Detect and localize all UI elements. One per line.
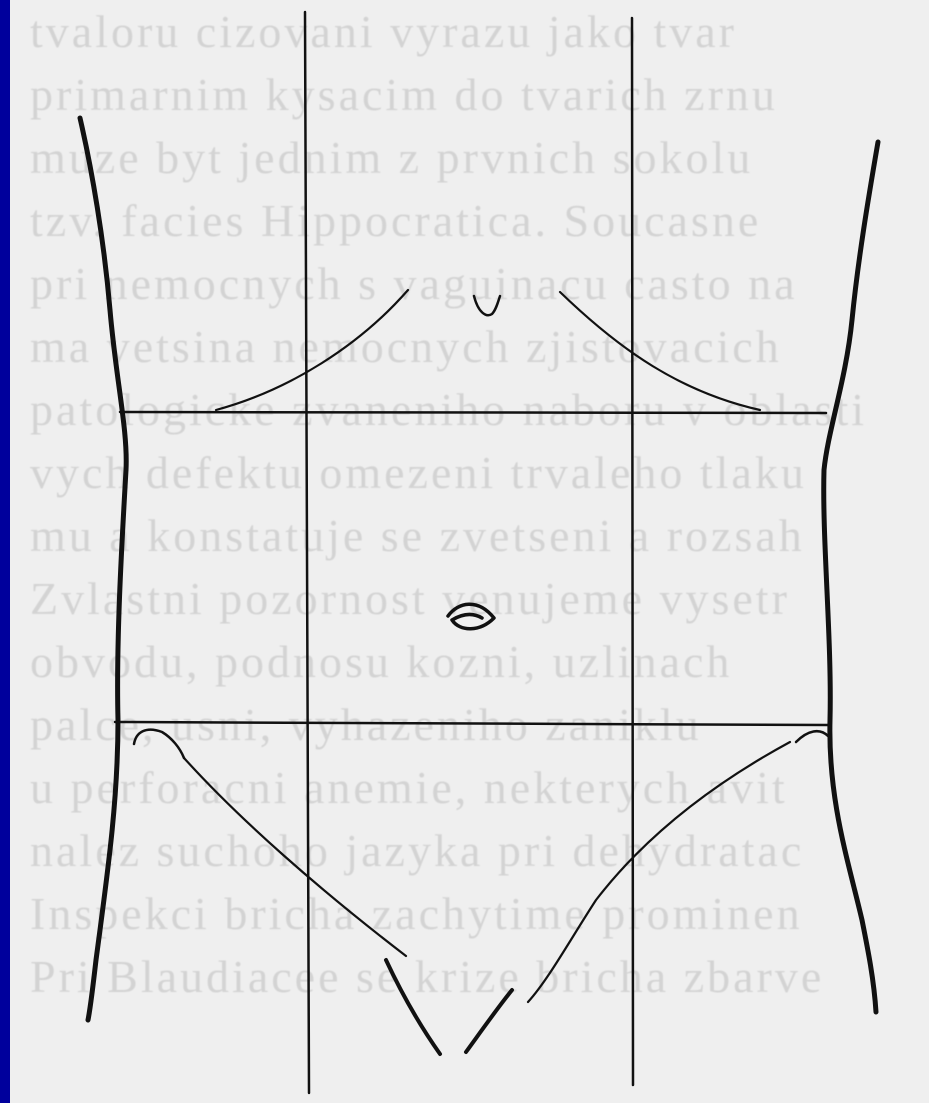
xiphoid-mark [474,296,500,315]
upper-horizontal-line [120,412,826,413]
right-costal-margin [560,292,760,410]
left-groin-line [386,960,440,1054]
lower-horizontal-line [115,722,828,725]
abdominal-regions-diagram [10,0,929,1103]
right-groin-line [466,990,512,1052]
scanned-page: tvaloru cizovani vyrazu jako tvar primar… [10,0,929,1103]
right-inguinal-line [528,742,790,1002]
left-vertical-line [305,12,309,1093]
right-vertical-line [632,18,633,1085]
right-torso-outline [824,142,878,1012]
slide-left-border [0,0,10,1103]
left-iliac-crest [134,730,184,758]
left-torso-outline [80,118,126,1020]
left-costal-margin [216,290,408,410]
right-iliac-crest [796,731,828,742]
navel-mark [448,604,494,629]
left-inguinal-line [184,758,406,956]
